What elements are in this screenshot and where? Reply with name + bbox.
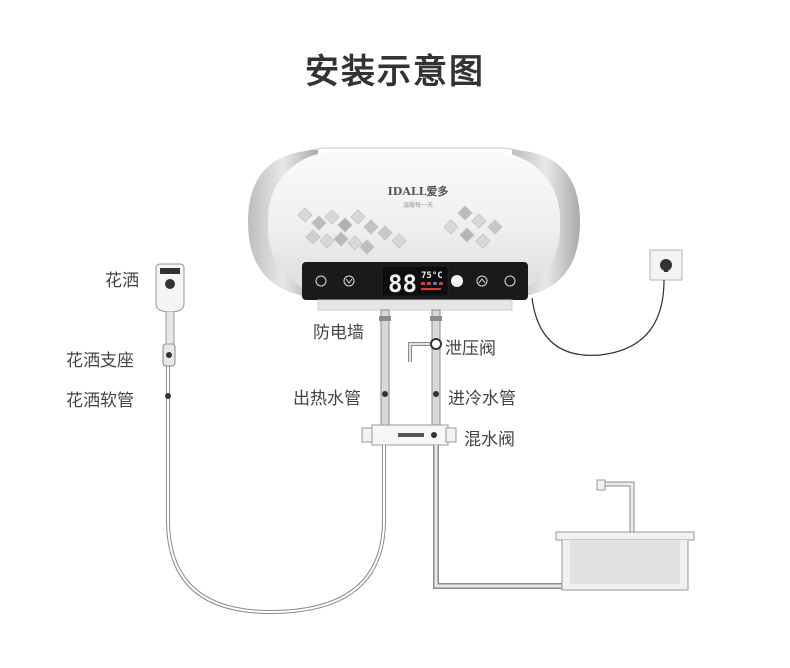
label-wall: 防电墙	[313, 323, 364, 343]
mixing-valve	[361, 424, 457, 446]
label-relief-valve: 泄压阀	[445, 339, 496, 359]
cold-water-pipe	[430, 309, 442, 429]
label-mixing-valve: 混水阀	[464, 430, 515, 450]
down-button-icon[interactable]	[343, 275, 355, 287]
cold-pipe-marker	[433, 391, 439, 397]
brand-slogan: 温暖每一天	[403, 201, 433, 209]
label-shower-head: 花洒	[105, 271, 139, 291]
label-shower-hose: 花洒软管	[66, 391, 134, 411]
pressure-relief-valve	[408, 338, 442, 362]
led-display	[381, 265, 449, 297]
power-button-icon[interactable]	[315, 275, 327, 287]
power-cable	[531, 279, 665, 356]
mode-button-icon[interactable]	[504, 275, 516, 287]
water-heater: IDALL爱多 温暖每一天	[248, 147, 580, 301]
shower-head	[155, 263, 185, 345]
tank-body	[268, 152, 560, 296]
display-digits: 88	[388, 270, 417, 298]
power-socket	[649, 249, 683, 281]
up-button-icon[interactable]	[476, 275, 488, 287]
cube-pattern-left	[297, 207, 407, 255]
hose-marker	[165, 393, 171, 399]
label-shower-holder: 花洒支座	[66, 351, 134, 371]
sink-icon	[555, 479, 695, 591]
hot-water-pipe	[379, 309, 391, 429]
cube-pattern-right	[443, 205, 503, 249]
brand-logo: IDALL爱多	[388, 184, 449, 198]
faucet-icon	[596, 479, 606, 491]
display-temperature: 75°C	[421, 271, 443, 281]
wall-bracket	[317, 299, 513, 311]
page-title: 安装示意图	[305, 52, 485, 92]
label-hot-out: 出热水管	[293, 389, 361, 409]
hot-pipe-marker	[382, 391, 388, 397]
cold-supply-line	[433, 445, 580, 589]
knob-button-icon[interactable]	[451, 275, 463, 287]
label-cold-in: 进冷水管	[448, 389, 516, 409]
